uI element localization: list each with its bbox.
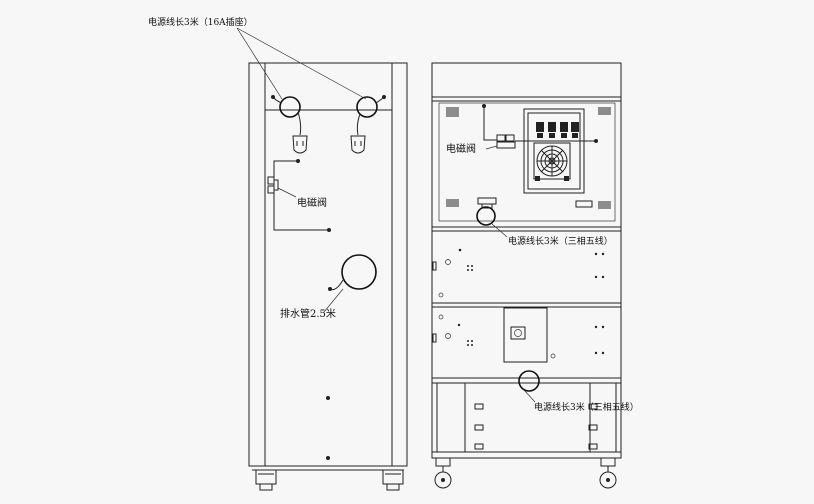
left-caster-right	[382, 469, 404, 491]
fan-control-box	[523, 108, 585, 194]
solenoid-valve-right	[482, 104, 598, 149]
plug-left-icon	[292, 135, 308, 154]
drain-pipe-coil	[328, 254, 377, 291]
leader-power-cord-16a	[236, 27, 367, 100]
lower-panel-fixtures	[432, 314, 605, 359]
leader-power-cord-upper	[490, 222, 508, 238]
label-drain-pipe: 排水管2.5米	[280, 307, 336, 320]
label-power-cord-3phase-upper: 电源线长3米（三相五线）	[508, 235, 613, 247]
power-cord-coil-upper	[476, 197, 593, 226]
label-solenoid-valve-right: 电磁阀	[446, 142, 476, 155]
middle-panel-fixtures	[432, 248, 605, 298]
right-caster-left	[434, 457, 452, 489]
leader-power-cord-lower	[523, 389, 536, 403]
power-cord-coil-left	[272, 96, 302, 136]
label-solenoid-valve-left: 电磁阀	[297, 196, 327, 209]
label-power-cord-3phase-lower: 电源线长3米（三相五线）	[534, 401, 639, 413]
contactor-row	[536, 122, 579, 138]
left-cabinet	[248, 62, 408, 491]
plug-right-icon	[350, 135, 366, 154]
power-cord-coil-lower	[518, 370, 540, 392]
left-caster-left	[255, 469, 277, 491]
solenoid-valve-left	[267, 159, 331, 232]
leader-solenoid-valve-left	[277, 187, 297, 198]
vent-grille-right-top	[598, 107, 611, 115]
leader-drain-pipe	[323, 288, 344, 313]
right-caster-right	[599, 457, 617, 489]
power-cord-coil-right	[356, 96, 385, 136]
vent-grille-left-bottom	[446, 199, 459, 207]
vent-grille-left-top	[446, 107, 459, 117]
base-brackets	[474, 403, 598, 450]
upper-panel-inner	[438, 102, 616, 222]
vent-grille-right-bottom	[598, 201, 611, 209]
control-box-lower	[503, 307, 548, 363]
right-cabinet	[431, 62, 622, 459]
fan-icon	[533, 142, 571, 181]
leader-solenoid-valve-right	[485, 145, 498, 150]
label-power-cord-16a: 电源线长3米（16A插座）	[148, 16, 253, 28]
